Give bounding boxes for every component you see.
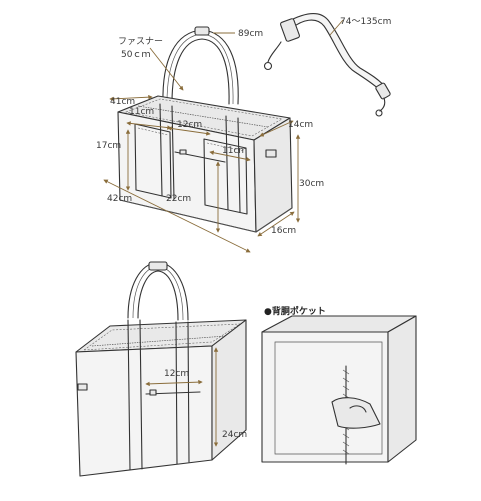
zipper-label: ファスナー	[118, 36, 163, 47]
strap-length-label: 74〜135cm	[340, 17, 391, 27]
side-height-label: 17cm	[96, 141, 121, 151]
pocket-width-2-label: 12cm	[177, 120, 202, 130]
bottom-bag-illustration	[75, 261, 247, 477]
bottom-bag-dimension-lines	[145, 347, 219, 447]
pocket-width-3-label: 11cm	[222, 146, 247, 156]
handle-length-label: 89cm	[238, 29, 263, 39]
height-label: 30cm	[299, 179, 324, 189]
pocket-width-1-label: 11cm	[129, 107, 154, 117]
top-bag-dimension-lines	[103, 19, 344, 253]
top-length-label: 41cm	[110, 97, 135, 107]
inner-width-label: 22cm	[166, 194, 191, 204]
back-pocket-title: ●背胴ポケット	[264, 305, 326, 317]
back-pocket-height-label: 24cm	[222, 430, 247, 440]
length-label: 42cm	[107, 194, 132, 204]
shoulder-strap-illustration	[263, 12, 391, 117]
top-depth-label: 14cm	[288, 120, 313, 130]
depth-label: 16cm	[271, 226, 296, 236]
zipper-length-label: 50ｃｍ	[121, 50, 150, 60]
back-pocket-illustration	[261, 315, 417, 465]
back-pocket-width-label: 12cm	[164, 369, 189, 379]
